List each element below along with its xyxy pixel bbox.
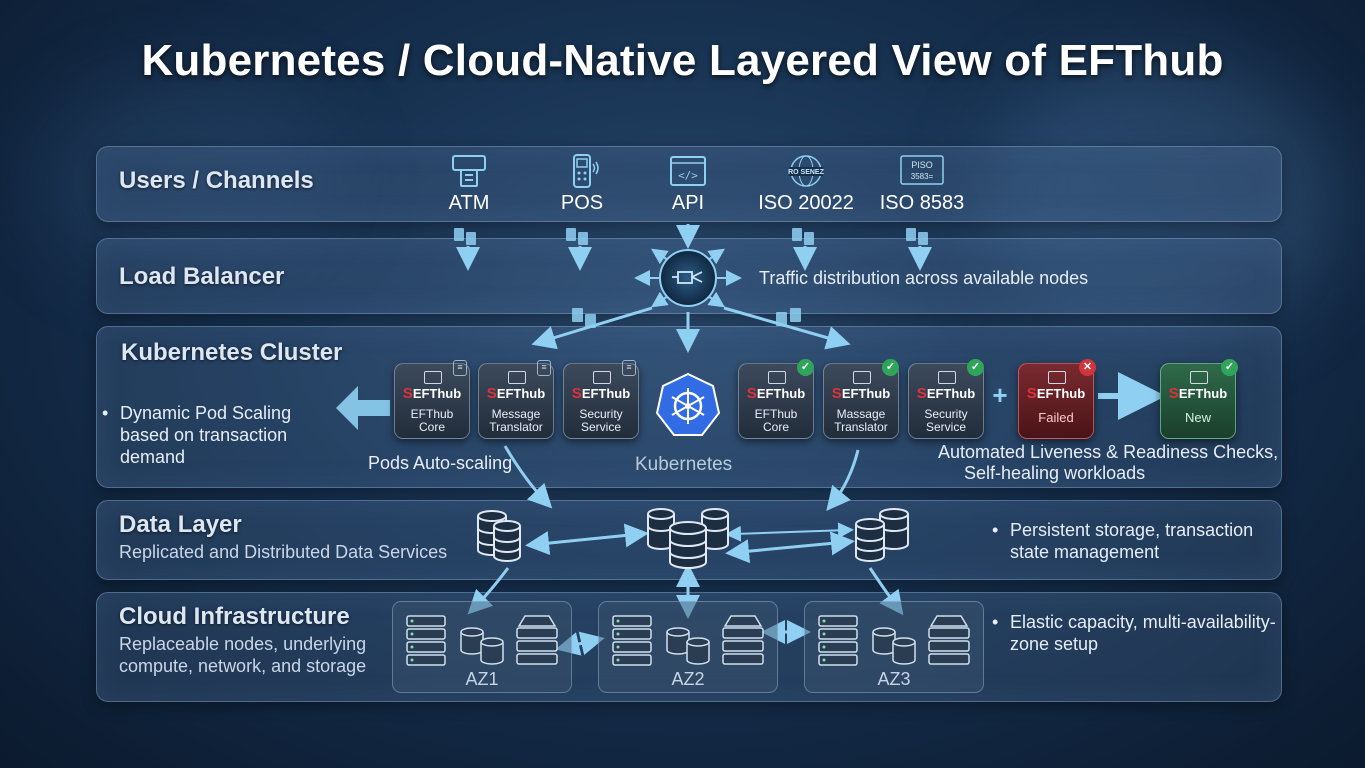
svg-text:3583=: 3583= (911, 172, 934, 181)
liveness-readiness-note-2: Self-healing workloads (964, 463, 1146, 483)
clipboard-icon: ≡ (453, 360, 467, 376)
globe-icon: RO SENEZ (788, 155, 825, 187)
kubernetes-logo-icon (655, 372, 721, 436)
channel-iso8583-label: ISO 8583 (879, 192, 965, 214)
channel-pos: POS (527, 154, 637, 215)
arrow-data-az1 (467, 567, 510, 615)
server-storage-icon (818, 615, 970, 666)
efthub-logo: SEFThub (831, 385, 891, 402)
channel-atm: ATM (414, 154, 524, 215)
svg-text:</>: </> (678, 169, 698, 182)
page-title: Kubernetes / Cloud-Native Layered View o… (141, 36, 1224, 85)
efthub-logo: SEFThub (1026, 385, 1086, 402)
az1-label: AZ1 (465, 669, 499, 689)
arrow-az1-az2 (555, 631, 605, 656)
arrow-data-az3 (868, 567, 904, 616)
data-layer-title: Data Layer (119, 511, 242, 538)
channel-pos-label: POS (560, 192, 604, 214)
pod-failed: ✕ SEFThub Failed (1018, 359, 1096, 439)
database-cluster-right (855, 508, 909, 562)
plus-sign: + (992, 380, 1007, 410)
error-x-icon: ✕ (1079, 359, 1096, 376)
persistent-storage-note: • Persistent storage, transaction state … (992, 520, 1254, 562)
az3-label: AZ3 (877, 669, 911, 689)
pod-failed-label: Failed (1038, 410, 1074, 425)
arrow-data-replication-right (725, 531, 855, 564)
clipboard-icon: ≡ (537, 360, 551, 376)
pods-autoscaling-label: Pods Auto-scaling (368, 453, 513, 473)
check-icon: ✓ (967, 359, 984, 376)
data-layer-subtitle: Replicated and Distributed Data Services (119, 542, 448, 562)
cloud-infrastructure-subtitle-1: Replaceable nodes, underlying (119, 634, 367, 654)
elastic-capacity-note: • Elastic capacity, multi-availability- … (992, 612, 1276, 654)
efthub-logo: SEFThub (746, 385, 806, 402)
server-storage-icon (406, 615, 558, 666)
az2-label: AZ2 (671, 669, 705, 689)
load-balancer-hub-icon (659, 249, 717, 307)
atm-icon (452, 155, 486, 187)
svg-text:PISO: PISO (911, 160, 933, 170)
efthub-logo: SEFThub (486, 385, 546, 402)
api-code-icon: </> (670, 156, 706, 186)
pod-new-label: New (1184, 410, 1211, 425)
database-cluster-left (477, 510, 521, 562)
efthub-logo: SEFThub (402, 385, 462, 402)
arrow-cluster-data-right (826, 449, 860, 511)
efthub-logo: SEFThub (916, 385, 976, 402)
check-icon: ✓ (1221, 359, 1238, 376)
cloud-infrastructure-subtitle-2: compute, network, and storage (119, 656, 367, 676)
liveness-readiness-note-1: Automated Liveness & Readiness Checks, (938, 442, 1279, 462)
globe-icon-text: RO SENEZ (788, 169, 825, 176)
cloud-infrastructure-title: Cloud Infrastructure (119, 603, 350, 630)
channel-atm-label: ATM (448, 192, 490, 214)
pos-terminal-icon (573, 154, 599, 188)
dynamic-pod-scaling-note: • Dynamic Pod Scaling based on transacti… (102, 403, 292, 467)
channel-api: </> API (633, 154, 743, 215)
kubernetes-label: Kubernetes (635, 454, 733, 475)
kubernetes-cluster-title: Kubernetes Cluster (121, 339, 343, 366)
arrow-cluster-data-left (503, 445, 553, 509)
availability-zone-2: AZ2 (598, 601, 778, 693)
server-storage-icon (612, 615, 764, 666)
efthub-logo: SEFThub (571, 385, 631, 402)
load-balancer-title: Load Balancer (119, 263, 285, 290)
channel-iso20022-label: ISO 20022 (758, 192, 854, 214)
channel-iso20022: RO SENEZ ISO 20022 (751, 154, 861, 215)
users-channels-title: Users / Channels (119, 167, 314, 194)
channel-iso8583: PISO 3583= ISO 8583 (867, 154, 977, 215)
clipboard-icon: ≡ (622, 360, 636, 376)
check-icon: ✓ (882, 359, 899, 376)
iso-card-icon: PISO 3583= (900, 155, 944, 185)
arrow-data-replication-left (525, 523, 649, 556)
database-cluster-center (647, 508, 729, 569)
pod-new: ✓ SEFThub New (1160, 359, 1238, 439)
availability-zone-1: AZ1 (392, 601, 572, 693)
arrow-pod-scaling-left (336, 386, 390, 430)
channel-api-label: API (671, 192, 705, 214)
load-balancer-description: Traffic distribution across available no… (759, 268, 1089, 288)
check-icon: ✓ (797, 359, 814, 376)
availability-zone-3: AZ3 (804, 601, 984, 693)
efthub-logo: SEFThub (1168, 385, 1228, 402)
